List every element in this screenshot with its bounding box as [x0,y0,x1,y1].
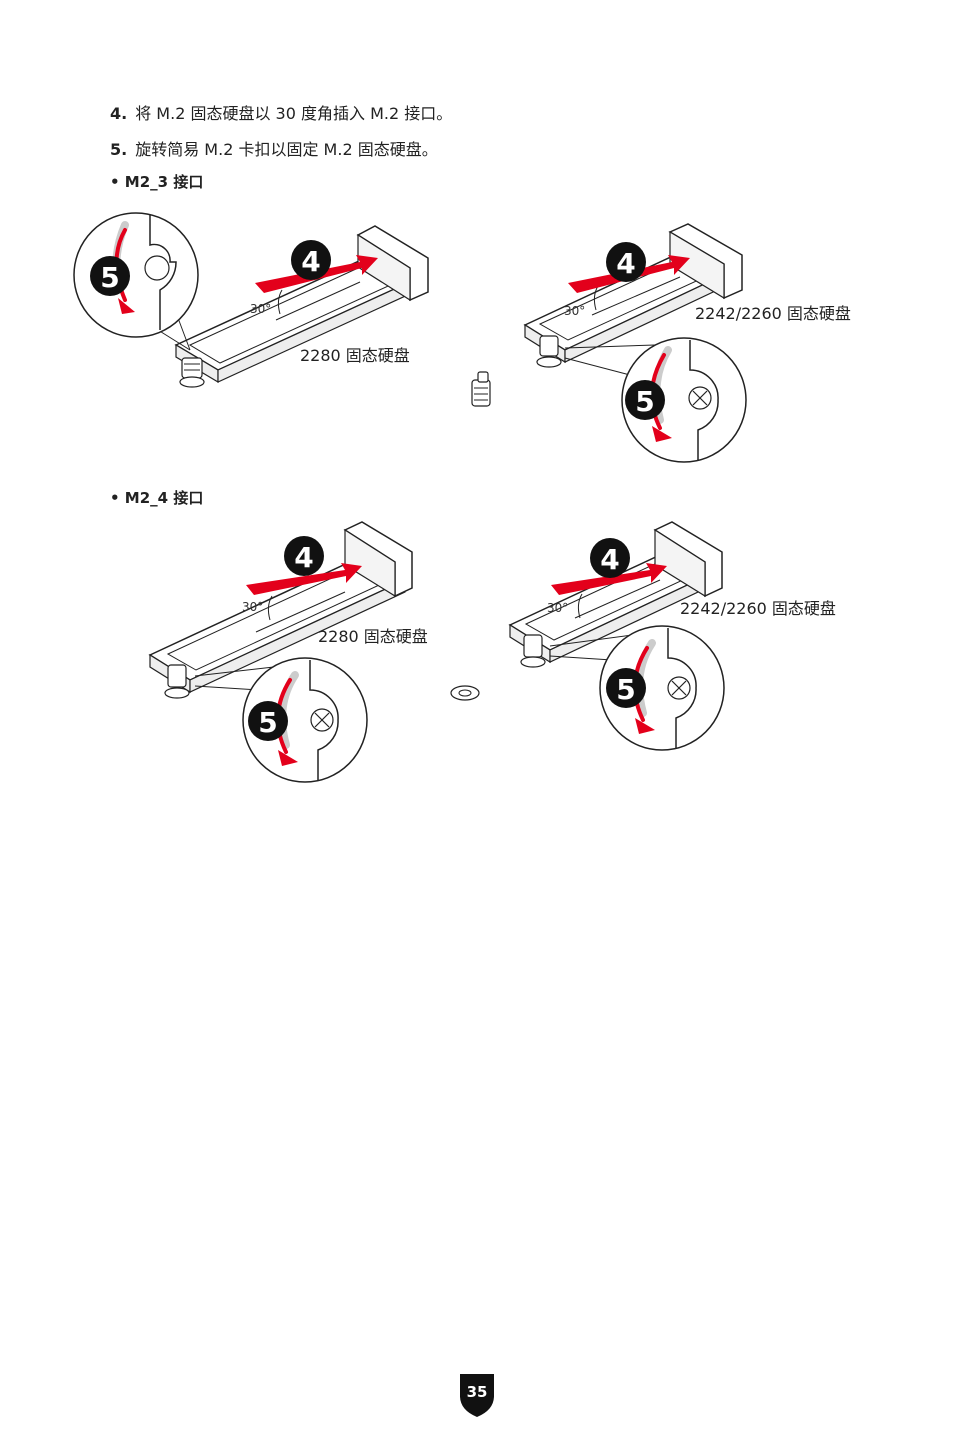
step-text: 将 M.2 固态硬盘以 30 度角插入 M.2 接口。 [135,104,453,123]
m2-3-illustration: 30° 4 5 2280 固态硬盘 [73,212,851,463]
svg-text:5: 5 [616,673,635,706]
page-number: 35 [466,1383,488,1401]
angle-line [574,579,661,619]
angle-arc [577,593,583,619]
zoom-circle-latch [73,212,199,351]
figure-m2-4: 30° 4 5 2280 固态硬盘 [0,515,954,790]
label-2242-2260-ssd: 2242/2260 固态硬盘 [680,599,836,618]
svg-text:5: 5 [635,385,654,418]
m2-4-illustration: 30° 4 5 2280 固态硬盘 [148,521,836,783]
step-4: 4. 将 M.2 固态硬盘以 30 度角插入 M.2 接口。 [110,104,452,124]
m2-latch-icon [164,664,190,699]
angle-line [591,276,681,316]
step-badge-4: 4 [284,536,324,576]
zoom-circle-latch [549,625,725,751]
m2-latch-icon [536,335,562,368]
zoom-circle-latch [564,337,747,463]
m2-latch-icon [179,357,205,388]
angle-arc [267,595,273,621]
figure-m2-3: 30° 4 5 2280 固态硬盘 [0,205,954,465]
step-number: 5. [110,140,128,159]
insert-arrow [551,563,667,595]
angle-label: 30° [242,600,263,614]
angle-line [275,281,361,321]
svg-text:4: 4 [301,245,320,278]
svg-text:4: 4 [616,247,635,280]
angle-label: 30° [250,302,271,316]
step-badge-4: 4 [606,242,646,282]
svg-text:4: 4 [294,541,313,574]
label-2280-ssd: 2280 固态硬盘 [318,627,428,646]
angle-arc [277,289,283,315]
m2-latch-icon [520,634,546,668]
page-number-shield-icon [460,1374,494,1417]
step-badge-4: 4 [291,240,331,280]
section-title-m2-3: • M2_3 接口 [110,173,204,191]
angle-line [255,591,346,633]
section-title-m2-4: • M2_4 接口 [110,489,204,507]
step-badge-5: 5 [248,701,288,741]
label-2280-ssd: 2280 固态硬盘 [300,346,410,365]
ssd-2242-board [508,521,723,664]
step-badge-5: 5 [90,256,130,296]
angle-label: 30° [547,601,568,615]
zoom-circle-latch [194,657,368,783]
step-badge-4: 4 [590,538,630,578]
svg-text:4: 4 [600,543,619,576]
ssd-2280-board [148,521,413,694]
insert-arrow [246,563,362,595]
angle-label: 30° [564,304,585,318]
washer-icon [450,685,480,701]
label-2242-2260-ssd: 2242/2260 固态硬盘 [695,304,851,323]
ssd-2242-board [523,223,743,364]
step-badge-5: 5 [606,668,646,708]
latch-part-icon [471,371,491,407]
step-badge-5: 5 [625,380,665,420]
step-text: 旋转简易 M.2 卡扣以固定 M.2 固态硬盘。 [135,140,438,159]
svg-text:5: 5 [100,261,119,294]
svg-text:5: 5 [258,706,277,739]
step-5: 5. 旋转简易 M.2 卡扣以固定 M.2 固态硬盘。 [110,140,438,160]
step-number: 4. [110,104,128,123]
